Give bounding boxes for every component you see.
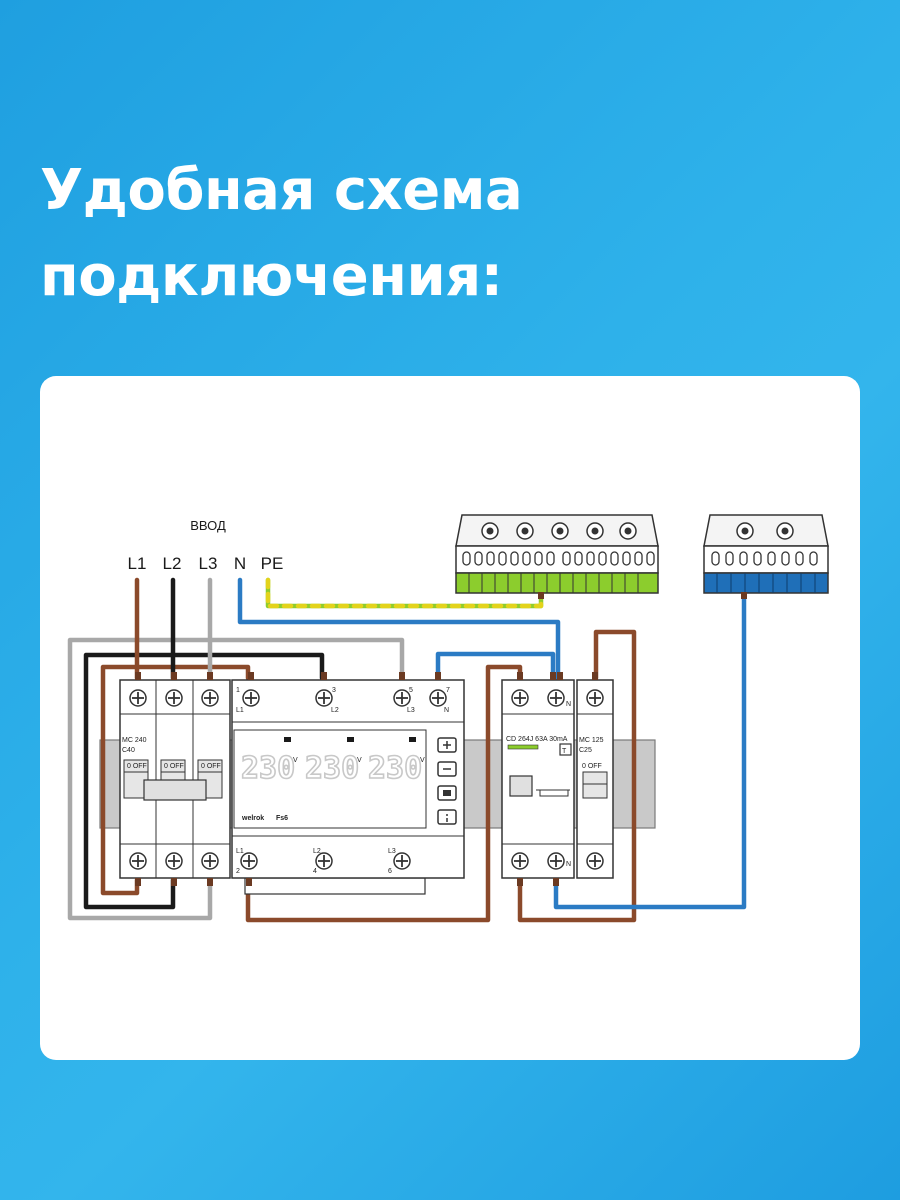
ground-bus-bar	[455, 514, 659, 599]
meter-reading-l3: 230	[368, 751, 422, 786]
rcd-test-button[interactable]: T	[559, 743, 572, 756]
meter-plus-button[interactable]	[437, 737, 457, 753]
wire-n-meter-rcd	[435, 651, 556, 681]
meter-reading-l2: 230	[305, 751, 359, 786]
input-label-n: N	[234, 554, 246, 573]
wire-gray-loop	[67, 637, 405, 921]
headline: Удобная схема подключения:	[40, 148, 523, 320]
meter-model: Fs6	[276, 815, 288, 822]
input-label-l1: L1	[128, 554, 147, 573]
meter-top-l1: L1	[236, 707, 244, 714]
meter-top-n: N	[444, 707, 449, 714]
input-label-l2: L2	[163, 554, 182, 573]
headline-line-2: подключения:	[40, 244, 503, 309]
rcd-neutral-bottom: N	[566, 861, 571, 868]
meter-terminal-5: 5	[409, 687, 413, 694]
wire-pe-stripe	[265, 577, 544, 609]
meter-terminal-6: 6	[388, 868, 392, 875]
wire-black-loop	[83, 652, 325, 910]
rcd-lever[interactable]	[509, 775, 533, 797]
rcd-test-label: T	[562, 748, 567, 755]
meter-unit-l2: V	[357, 757, 362, 764]
input-title: ВВОД	[190, 518, 226, 533]
meter-unit-l1: V	[293, 757, 298, 764]
breaker-3p-off-1: 0 OFF	[127, 763, 147, 770]
breaker-1p-rating: C25	[579, 747, 592, 754]
wire-rcd-neutral-bus	[553, 591, 747, 910]
wire-rcd-breaker	[517, 629, 637, 923]
wire-brown-loop	[100, 664, 251, 896]
meter-bottom-l1: L1	[236, 848, 244, 855]
meter-top-l2: L2	[331, 707, 339, 714]
rcd-indicator	[507, 744, 539, 750]
rcd-label: CD 264J 63A 30mA	[506, 736, 568, 743]
breaker-3p-model: MC 240	[122, 737, 147, 744]
wire-input-n	[237, 577, 561, 681]
breaker-1p-off: 0 OFF	[582, 763, 602, 770]
wire-meter-rcd	[245, 664, 523, 923]
breaker-3p-rating: C40	[122, 747, 135, 754]
meter-terminal-4: 4	[313, 868, 317, 875]
meter-brand: welrok	[241, 815, 264, 822]
headline-line-1: Удобная схема	[40, 158, 523, 223]
meter-top-l3: L3	[407, 707, 415, 714]
meter-terminal-3: 3	[332, 687, 336, 694]
meter-bottom-l2: L2	[313, 848, 321, 855]
meter-reading-l1: 230	[241, 751, 295, 786]
breaker-1p-model: MC 125	[579, 737, 604, 744]
breaker-3p-off-3: 0 OFF	[201, 763, 221, 770]
rcd-device: N N CD 264J 63A 30mA T	[501, 672, 575, 886]
breaker-1p-lever[interactable]	[582, 771, 608, 799]
breaker-3p-off-2: 0 OFF	[164, 763, 184, 770]
input-label-l3: L3	[199, 554, 218, 573]
meter-unit-l3: V	[420, 757, 425, 764]
square-icon	[443, 790, 451, 796]
meter-menu-button[interactable]	[437, 785, 457, 801]
meter-minus-button[interactable]	[437, 761, 457, 777]
energy-meter: 1 3 5 7 L1 L2 L3 N L1 L2 L3 2 4 6 230 23…	[231, 672, 465, 895]
wires	[67, 577, 747, 923]
meter-bottom-l3: L3	[388, 848, 396, 855]
rcd-neutral-top: N	[566, 701, 571, 708]
input-label-pe: PE	[261, 554, 284, 573]
meter-info-button[interactable]	[437, 809, 457, 825]
neutral-bus-bar	[703, 514, 829, 599]
meter-terminal-7: 7	[446, 687, 450, 694]
breaker-1-pole: MC 125 C25 0 OFF	[576, 672, 614, 879]
breaker-3-pole: MC 240 C40 0 OFF 0 OFF 0 OFF	[119, 672, 231, 886]
meter-terminal-1: 1	[236, 687, 240, 694]
meter-terminal-2: 2	[236, 868, 240, 875]
